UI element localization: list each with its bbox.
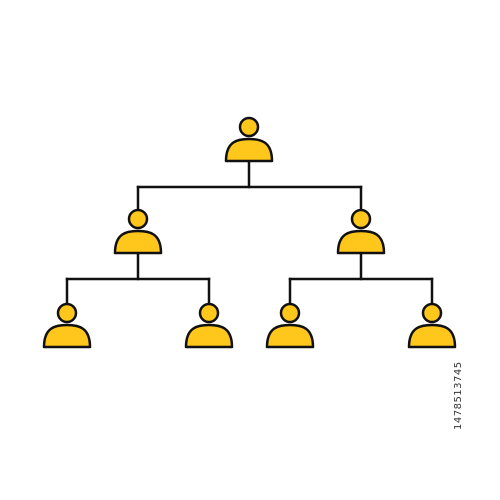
- person-head: [421, 302, 443, 324]
- person-head: [238, 116, 260, 138]
- person-head: [350, 208, 372, 230]
- stock-id-label: 1478513745: [453, 361, 465, 430]
- person-head: [127, 208, 149, 230]
- person-icon: [407, 302, 457, 349]
- person-body: [42, 323, 92, 349]
- people: [42, 116, 457, 349]
- person-head: [198, 302, 220, 324]
- person-body: [224, 137, 274, 163]
- connectors: [65, 158, 434, 304]
- person-icon: [113, 208, 163, 255]
- person-icon: [224, 116, 274, 163]
- person-body: [265, 323, 315, 349]
- person-body: [407, 323, 457, 349]
- person-icon: [336, 208, 386, 255]
- person-head: [56, 302, 78, 324]
- person-icon: [42, 302, 92, 349]
- person-icon: [184, 302, 234, 349]
- person-body: [113, 229, 163, 255]
- person-icon: [265, 302, 315, 349]
- person-body: [184, 323, 234, 349]
- person-head: [279, 302, 301, 324]
- person-body: [336, 229, 386, 255]
